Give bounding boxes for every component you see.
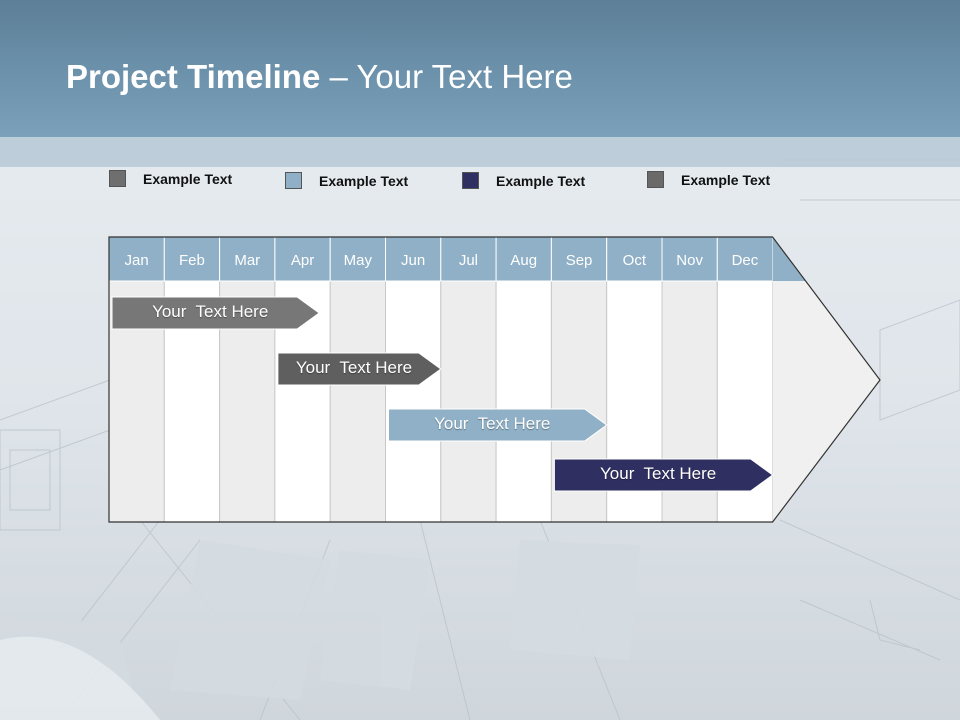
legend-item: Example Text [109,170,232,187]
page-title: Project Timeline – Your Text Here [66,58,573,96]
month-label: Feb [179,252,205,269]
legend-label: Example Text [496,172,586,189]
title-bold: Project Timeline [66,58,321,95]
month-label: Dec [732,252,759,269]
month-header-cell [440,236,497,282]
task-arrow [388,408,608,442]
month-header-cell [385,236,442,282]
month-header-cell [108,236,165,282]
legend-item: Example Text [462,172,585,189]
task-arrow [277,352,442,386]
legend-label: Example Text [681,171,771,188]
legend-swatch [647,171,664,188]
task-label: Your Text Here [295,358,413,377]
task-arrow [553,458,774,492]
month-label: Mar [234,252,260,269]
task-label: Your Text Here [600,464,717,483]
month-header-cell [163,236,221,282]
month-label: Oct [623,252,647,269]
legend-swatch [285,172,302,189]
legend-item: Example Text [647,171,770,188]
legend-label: Example Text [319,172,409,189]
legend-swatch [109,170,126,187]
legend-swatch [462,172,479,189]
month-header-cell [495,236,552,282]
header-band [0,137,960,167]
month-label: Aug [510,252,537,269]
month-header-cell [716,236,774,282]
month-label: Nov [676,252,703,269]
month-column [108,236,165,523]
month-column [440,236,497,523]
month-label: Apr [291,252,314,269]
legend-label: Example Text [143,170,233,187]
legend-item: Example Text [285,172,408,189]
timeline-outline [108,236,881,523]
title-rest: – Your Text Here [320,58,573,95]
month-column [163,236,221,523]
month-label: Sep [566,252,593,269]
month-label: Jan [125,252,149,269]
timeline-arrow-tip [772,237,880,522]
month-column [219,236,276,523]
month-label: May [344,252,373,269]
month-label: Jun [401,252,425,269]
month-header-cell [219,236,276,282]
task-label: Your Text Here [434,414,551,433]
task-label: Your Text Here [152,302,269,321]
task-arrow [111,296,320,330]
slide-header [0,0,960,137]
month-label: Jul [459,252,478,269]
